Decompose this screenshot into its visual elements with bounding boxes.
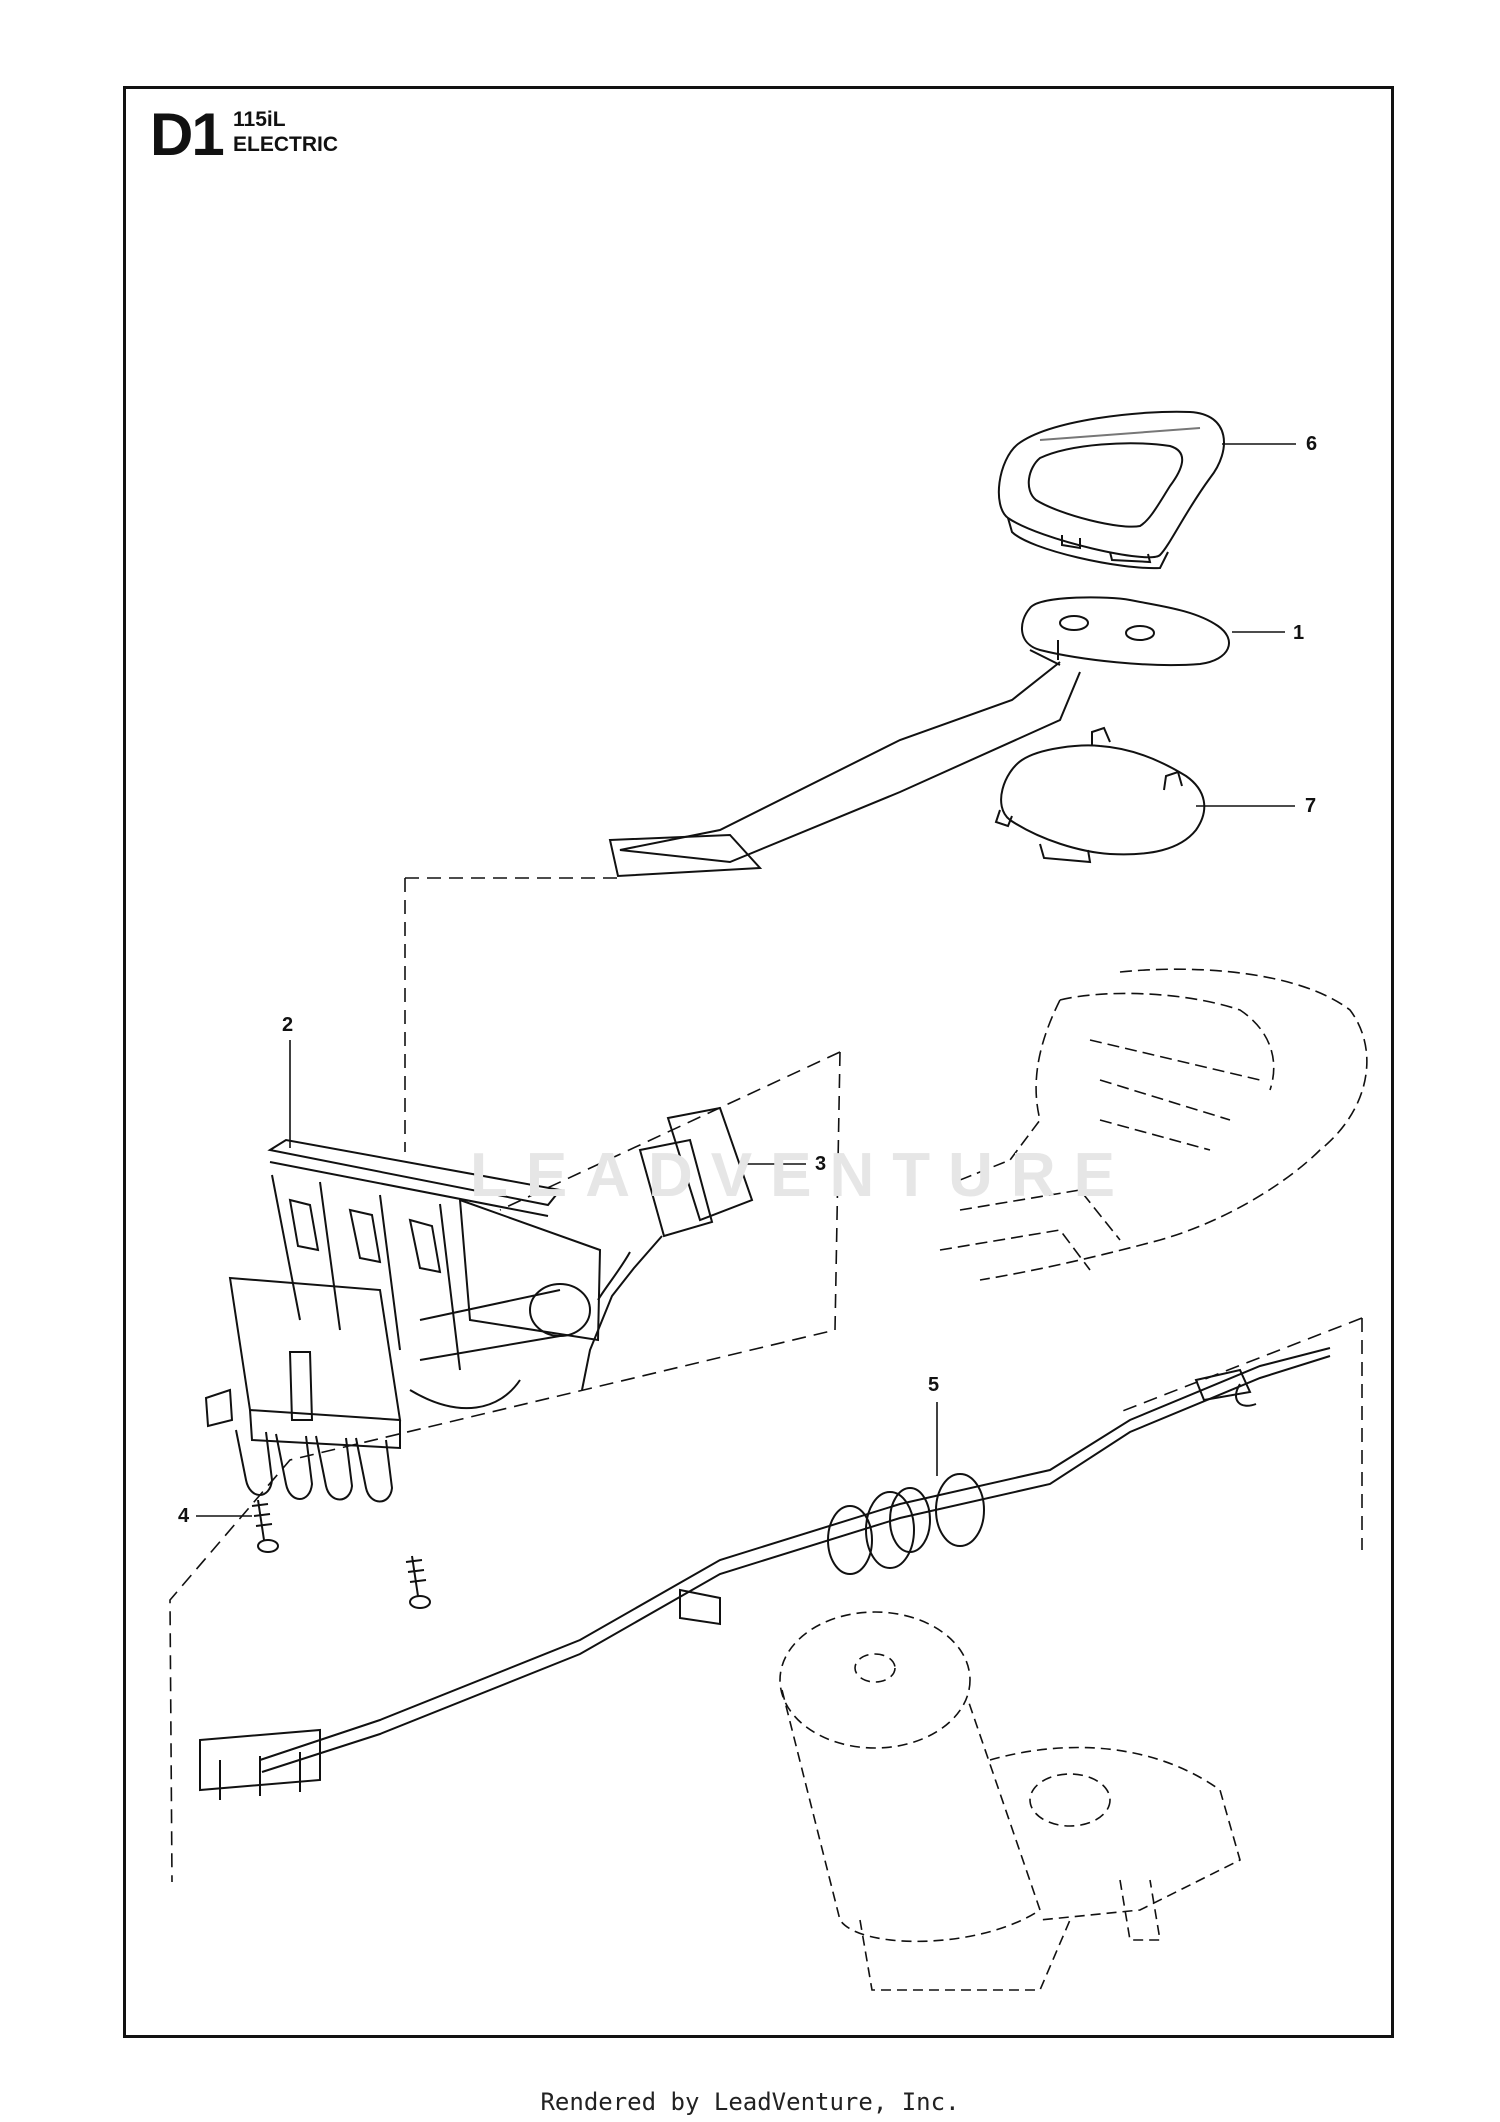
model-label: 115iL: [233, 108, 286, 131]
reference-motor-housing-outline: [939, 968, 1368, 1281]
callout-2[interactable]: 2: [282, 1014, 294, 1036]
callout-1[interactable]: 1: [1293, 622, 1305, 644]
part-7-membrane-cover[interactable]: [994, 726, 1206, 864]
reference-drive-motor-outline: [779, 1611, 1241, 1991]
section-title: ELECTRIC: [233, 133, 338, 156]
callout-5[interactable]: 5: [928, 1374, 940, 1396]
figure-code: D1: [150, 101, 225, 168]
part-2-terminal-block[interactable]: [204, 1138, 602, 1503]
part-5-wiring-harness[interactable]: [199, 1347, 1331, 1800]
diagram-frame: [123, 86, 1394, 2038]
part-4-screws[interactable]: [251, 1499, 431, 1609]
callout-7[interactable]: 7: [1305, 795, 1317, 817]
callout-3[interactable]: 3: [815, 1153, 827, 1175]
part-1-switch-membrane[interactable]: [608, 596, 1230, 878]
part-6-trim-ring[interactable]: [997, 410, 1225, 570]
callout-6[interactable]: 6: [1306, 433, 1318, 455]
callout-4[interactable]: 4: [178, 1505, 190, 1527]
footer-credit: Rendered by LeadVenture, Inc.: [540, 2088, 960, 2116]
watermark: LEADVENTURE: [470, 1141, 1134, 1210]
part-3-microswitch[interactable]: [581, 1106, 754, 1391]
